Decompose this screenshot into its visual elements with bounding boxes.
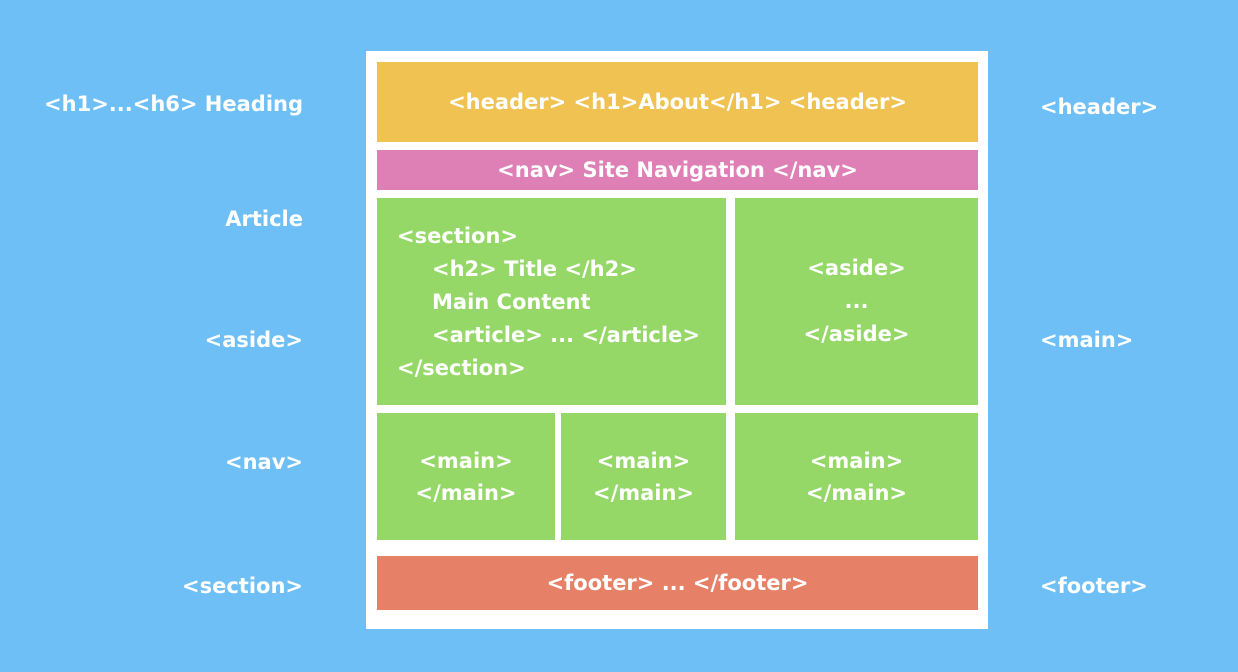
label-nav: <nav> <box>224 450 303 474</box>
aside-close-tag: </aside> <box>803 322 910 346</box>
nav-box-text: <nav> Site Navigation </nav> <box>497 158 858 182</box>
section-article-line: <article> ... </article> <box>432 323 700 347</box>
nav-box: <nav> Site Navigation </nav> <box>377 150 978 190</box>
main-box-1-open: <main> <box>419 448 513 473</box>
main-box-3-open: <main> <box>809 448 904 473</box>
aside-ellipsis: ... <box>844 289 869 313</box>
label-article: Article <box>225 207 303 231</box>
header-box: <header> <h1>About</h1> <header> <box>377 62 978 142</box>
main-box-3: <main> </main> <box>735 413 978 540</box>
page-layout-frame: <header> <h1>About</h1> <header> <nav> S… <box>366 51 988 629</box>
main-box-1-close: </main> <box>415 480 517 505</box>
section-open-tag: <section> <box>397 224 518 248</box>
aside-open-tag: <aside> <box>807 256 906 280</box>
footer-box-text: <footer> ... </footer> <box>546 571 809 595</box>
main-box-2-open: <main> <box>596 448 691 473</box>
aside-box: <aside> ... </aside> <box>735 198 978 405</box>
footer-box: <footer> ... </footer> <box>377 556 978 610</box>
label-aside: <aside> <box>204 328 303 352</box>
section-box: <section> <h2> Title </h2> Main Content … <box>377 198 726 405</box>
main-box-2: <main> </main> <box>561 413 726 540</box>
main-box-2-close: </main> <box>592 480 695 505</box>
label-main: <main> <box>1040 328 1134 352</box>
label-header: <header> <box>1040 95 1159 119</box>
section-title-line: <h2> Title </h2> <box>432 257 637 281</box>
main-box-3-close: </main> <box>805 480 908 505</box>
section-close-tag: </section> <box>397 356 526 380</box>
label-footer: <footer> <box>1040 574 1148 598</box>
label-section: <section> <box>182 574 303 598</box>
section-content-line: Main Content <box>432 290 591 314</box>
header-box-text: <header> <h1>About</h1> <header> <box>448 90 907 114</box>
main-box-1: <main> </main> <box>377 413 555 540</box>
label-heading: <h1>...<h6> Heading <box>44 92 303 116</box>
